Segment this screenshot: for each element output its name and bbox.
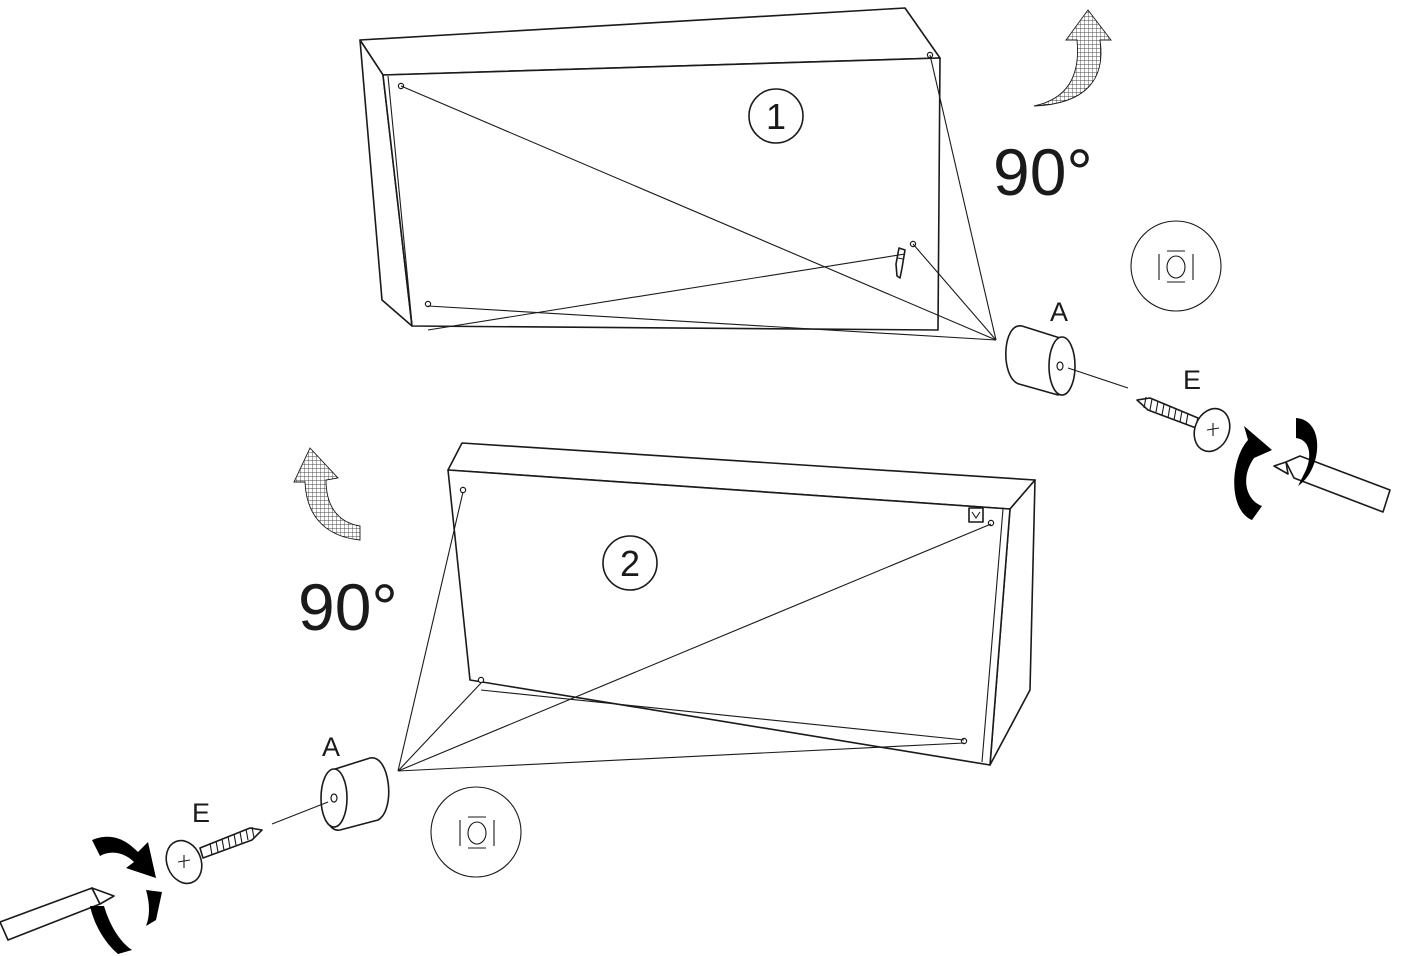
screw-hole [424, 300, 432, 308]
screw-hole [477, 676, 485, 684]
screw-label: E [1183, 365, 1201, 395]
screwdriver-icon [1273, 455, 1391, 513]
step-number: 1 [766, 96, 786, 137]
hardware-bag-icon [1130, 220, 1222, 312]
bumper-pad-icon [1005, 325, 1076, 396]
bracket-icon [968, 507, 984, 523]
rotate-arrow-icon [293, 447, 361, 541]
hinge-clip-icon [895, 247, 906, 279]
part-label: A [322, 732, 340, 762]
rotation-angle: 90° [298, 570, 398, 644]
screw-hole [459, 486, 467, 494]
step-2-group: 2 90° A E [0, 442, 1036, 954]
bumper-pad-icon [320, 757, 390, 831]
screw-icon [165, 826, 263, 885]
step-1-group: 1 90° A E [359, 7, 1391, 520]
step-number-badge [602, 535, 658, 591]
guide-lines-1 [400, 54, 997, 341]
rotate-arrow-icon [1033, 9, 1112, 107]
part-label: A [1050, 297, 1068, 327]
step-number-badge [748, 88, 804, 144]
guide-lines-2 [397, 491, 992, 772]
screw-icon [1136, 396, 1231, 453]
hardware-bag-icon [430, 786, 522, 878]
guide-line [1067, 367, 1129, 389]
screw-label: E [192, 798, 210, 828]
clockwise-rotation-icon [1234, 418, 1318, 520]
guide-line [271, 801, 329, 825]
cabinet-panel-1 [359, 7, 941, 331]
clockwise-rotation-icon [90, 836, 162, 954]
screwdriver-icon [0, 887, 115, 941]
rotation-angle: 90° [993, 135, 1093, 209]
step-number: 2 [620, 543, 640, 584]
